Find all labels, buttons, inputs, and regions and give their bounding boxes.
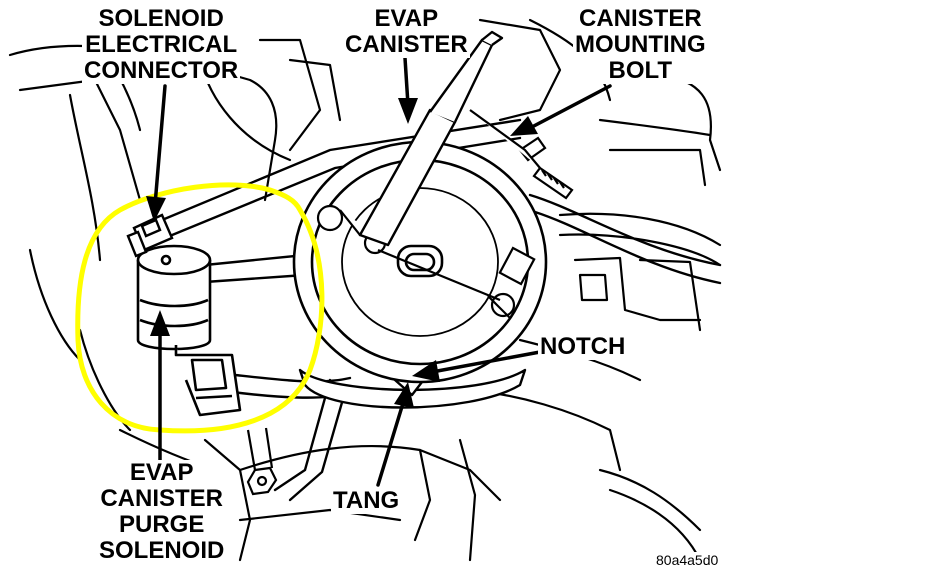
mounting-bolt-label: CANISTER MOUNTING BOLT	[573, 5, 708, 84]
leader-lines	[146, 56, 612, 487]
canister-rod	[358, 30, 504, 247]
highlight-circle	[75, 182, 325, 434]
purge-solenoid-label: EVAP CANISTER PURGE SOLENOID	[97, 459, 227, 564]
evap-canister-label: EVAP CANISTER	[343, 5, 470, 58]
tang-label: TANG	[331, 487, 402, 514]
canister-mounting-bolt	[469, 109, 574, 200]
solenoid-connector-label: SOLENOID ELECTRICAL CONNECTOR	[82, 5, 241, 84]
notch-label: NOTCH	[538, 333, 628, 360]
engine-background	[8, 18, 722, 562]
lower-bolt	[246, 427, 278, 496]
solenoid-connector	[126, 213, 174, 258]
figure-id: 80a4a5d0	[656, 552, 719, 568]
